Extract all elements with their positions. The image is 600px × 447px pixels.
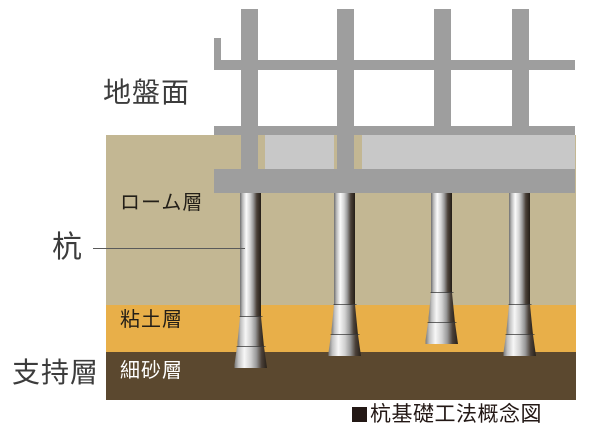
structure-left-stub bbox=[214, 38, 221, 61]
structure-grade-beam bbox=[214, 126, 575, 135]
leader-line-pile bbox=[93, 248, 245, 249]
structure-foundation-slab bbox=[214, 169, 575, 193]
label-pile: 杭 bbox=[52, 231, 83, 264]
basement-panel-left bbox=[265, 135, 334, 169]
label-loam-layer: ローム層 bbox=[120, 192, 204, 214]
caption-text: 杭基礎工法概念図 bbox=[370, 402, 542, 426]
diagram-caption: 杭基礎工法概念図 bbox=[352, 404, 542, 425]
label-clay-layer: 粘土層 bbox=[120, 309, 183, 331]
pile-1 bbox=[234, 193, 267, 385]
label-ground-surface: 地盤面 bbox=[103, 78, 191, 109]
label-bearing-stratum: 支持層 bbox=[12, 358, 100, 389]
pile-2 bbox=[328, 193, 361, 372]
pile-3 bbox=[425, 193, 458, 360]
structure-column-1 bbox=[241, 9, 258, 193]
basement-panel-right bbox=[362, 135, 575, 169]
label-fine-sand-layer: 細砂層 bbox=[120, 360, 183, 382]
structure-column-2 bbox=[337, 9, 354, 193]
pile-4 bbox=[503, 193, 536, 372]
filled-square-icon bbox=[352, 407, 367, 422]
structure-upper-beam bbox=[214, 60, 575, 70]
soil-layer-fine-sand bbox=[106, 352, 576, 400]
